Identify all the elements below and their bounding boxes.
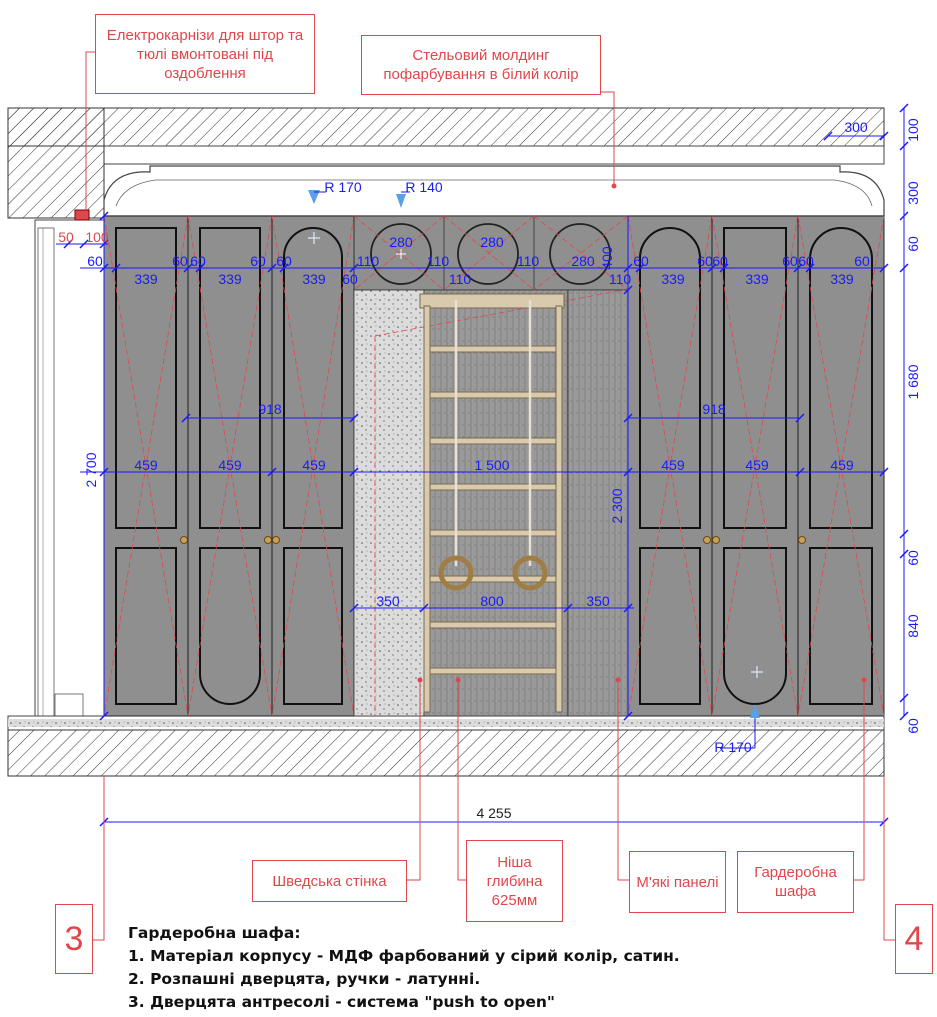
dimension-label: 339	[661, 271, 685, 287]
dimension-label: 60	[854, 253, 870, 269]
section-marker-right: 4	[895, 904, 933, 974]
dimension-label: 4 255	[476, 805, 511, 821]
dimension-label: 60	[172, 253, 188, 269]
floor-slab	[7, 729, 885, 777]
dimension-label: 60	[782, 253, 798, 269]
door-handle[interactable]	[264, 536, 272, 544]
ladder-rung	[429, 437, 557, 445]
dimension-label: 110	[517, 253, 540, 269]
ladder-rung	[429, 345, 557, 353]
dimension-label: 459	[302, 457, 326, 473]
callout-swedish-wall: Шведська стінка	[252, 860, 407, 902]
callout-soft-panels: М'які панелі	[629, 851, 726, 913]
dimension-label: 918	[258, 401, 282, 417]
door-handle[interactable]	[798, 536, 806, 544]
callout-curtain-rails: Електрокарнізи для штор та тюлі вмонтова…	[95, 14, 315, 94]
door-handle[interactable]	[703, 536, 711, 544]
dimension-label: 300	[905, 181, 921, 205]
dimension-label: 50	[58, 229, 74, 245]
dimension-label: 60	[250, 253, 266, 269]
dimension-label: 918	[702, 401, 726, 417]
door-handle[interactable]	[180, 536, 188, 544]
dimension-label: 110	[449, 271, 472, 287]
dimension-label: 280	[480, 234, 504, 250]
wardrobe-door[interactable]	[187, 215, 273, 717]
dimension-label: R 140	[405, 179, 443, 195]
callout-niche: Ніша глибина 625мм	[466, 840, 563, 922]
ceiling-molding	[103, 165, 885, 217]
dimension-label: 60	[697, 253, 713, 269]
dimension-label: 60	[798, 253, 814, 269]
notes-item: 1. Матеріал корпусу - МДФ фарбований у с…	[128, 947, 680, 965]
dimension-label: 60	[276, 253, 292, 269]
callout-ceiling-molding: Стельовий молдинг пофарбування в білий к…	[361, 35, 601, 95]
dimension-label: 459	[661, 457, 685, 473]
dimension-label: 280	[571, 253, 595, 269]
dimension-label: 60	[905, 550, 921, 566]
left-wall-section	[7, 107, 105, 219]
wardrobe-door[interactable]	[627, 215, 713, 717]
dimension-label: 459	[134, 457, 158, 473]
door-handle[interactable]	[712, 536, 720, 544]
ladder-rung	[429, 667, 557, 675]
dimension-label: 459	[745, 457, 769, 473]
dimension-label: R 170	[324, 179, 362, 195]
dimension-label: 110	[427, 253, 450, 269]
dimension-label: 60	[905, 718, 921, 734]
dimension-label: 300	[844, 119, 868, 135]
dimension-label: 100	[85, 229, 109, 245]
notes-item: 3. Дверцята антресолі - система "push to…	[128, 993, 555, 1011]
dimension-label: 400	[599, 246, 615, 270]
dimension-label: 2 700	[83, 452, 99, 487]
dimension-label: 60	[905, 236, 921, 252]
dimension-label: 840	[905, 614, 921, 638]
dimension-label: 280	[389, 234, 413, 250]
mezzanine-round-doors	[353, 215, 629, 291]
wardrobe-notes: Гардеробна шафа: 1. Матеріал корпусу - М…	[128, 922, 680, 1014]
ladder-rung	[429, 391, 557, 399]
dimension-label: 350	[376, 593, 400, 609]
dimension-label: 100	[905, 118, 921, 142]
wardrobe-door[interactable]	[711, 215, 799, 717]
ladder-rung	[429, 483, 557, 491]
notes-item: 2. Розпашні дверцята, ручки - латунні.	[128, 970, 481, 988]
dimension-label: 339	[830, 271, 854, 287]
dimension-label: 60	[712, 253, 728, 269]
dimension-label: 110	[357, 253, 380, 269]
dimension-label: 60	[87, 253, 103, 269]
notes-title: Гардеробна шафа:	[128, 924, 301, 942]
ceiling-slab	[7, 107, 885, 147]
dimension-label: 2 300	[609, 488, 625, 523]
ladder-rung	[429, 575, 557, 583]
dimension-label: 350	[586, 593, 610, 609]
callout-wardrobe: Гардеробна шафа	[737, 851, 854, 913]
dimension-label: 110	[609, 271, 632, 287]
wardrobe-door[interactable]	[797, 215, 885, 717]
curtain-rail-marker	[74, 209, 90, 221]
dimension-label: R 170	[714, 739, 752, 755]
door-handle[interactable]	[272, 536, 280, 544]
dimension-label: 339	[134, 271, 158, 287]
left-pilaster	[34, 219, 106, 717]
dimension-label: 459	[830, 457, 854, 473]
dimension-label: 60	[190, 253, 206, 269]
ladder-rung	[429, 529, 557, 537]
dimension-label: 459	[218, 457, 242, 473]
left-wardrobe	[103, 215, 355, 717]
dimension-label: 60	[633, 253, 649, 269]
dimension-label: 1 500	[474, 457, 509, 473]
dimension-label: 339	[302, 271, 326, 287]
swedish-ladder	[419, 293, 565, 713]
dimension-label: 339	[218, 271, 242, 287]
dimension-label: 339	[745, 271, 769, 287]
dimension-label: 60	[342, 271, 358, 287]
right-wardrobe	[627, 215, 885, 717]
dimension-label: 800	[480, 593, 504, 609]
ladder-rung	[429, 621, 557, 629]
wardrobe-door[interactable]	[271, 215, 355, 717]
wardrobe-door[interactable]	[103, 215, 189, 717]
section-marker-left: 3	[55, 904, 93, 974]
dimension-label: 1 680	[905, 364, 921, 399]
